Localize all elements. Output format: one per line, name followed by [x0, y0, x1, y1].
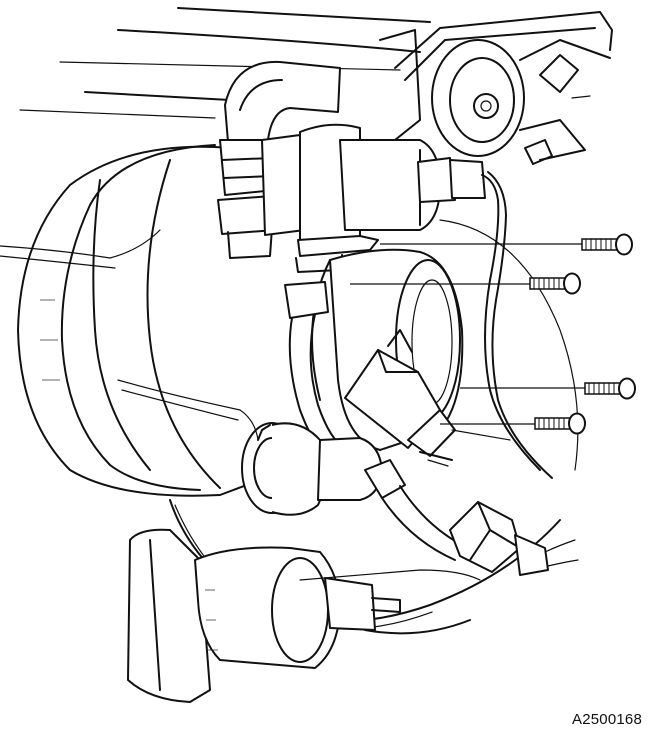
intake-housing: [0, 144, 261, 497]
mounting-bolt-icon: [581, 233, 633, 256]
vacuum-actuator: [117, 379, 383, 516]
mounting-bolt-icon: [534, 412, 586, 435]
mounting-bolt-icon: [529, 272, 581, 295]
sensor-connector: [344, 329, 456, 457]
pulley-bracket-assembly: [394, 11, 613, 165]
figure-id-label: A2500168: [571, 711, 642, 728]
idle-air-control-valve: [261, 123, 553, 479]
lower-sensor-body: [127, 528, 481, 703]
engine-background-lines: [19, 7, 431, 141]
mounting-bolt-icon: [584, 377, 636, 400]
harness-plug: [364, 459, 579, 576]
bolt-leader-lines: [350, 243, 585, 425]
